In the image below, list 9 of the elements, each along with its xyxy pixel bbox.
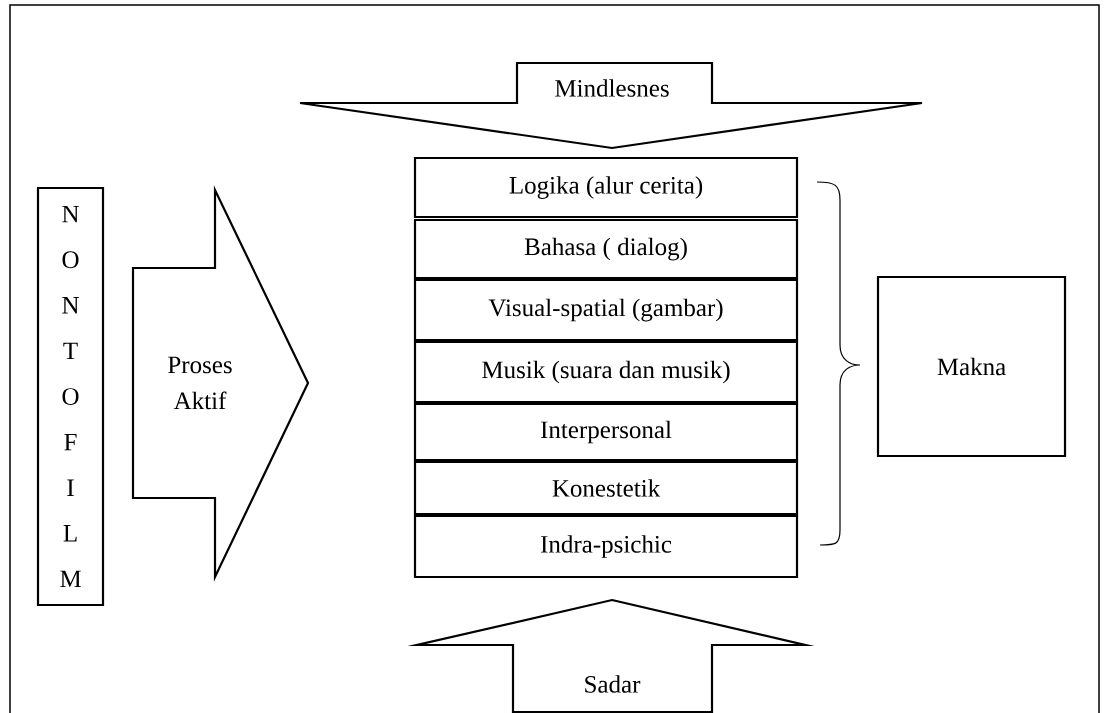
text-box: Musik (suara dan musik) bbox=[413, 340, 799, 404]
text-box: Konestetik bbox=[413, 460, 799, 516]
text-box: Indra-psichic bbox=[413, 514, 799, 579]
text-box: Makna bbox=[876, 275, 1067, 458]
text-box: Logika (alur cerita) bbox=[413, 156, 799, 219]
text-box: Interpersonal bbox=[413, 402, 799, 462]
text-box: Visual-spatial (gambar) bbox=[413, 278, 799, 342]
text-box: Bahasa ( dialog) bbox=[413, 218, 799, 280]
vertical-box: N O N T O F I L M bbox=[36, 186, 105, 607]
